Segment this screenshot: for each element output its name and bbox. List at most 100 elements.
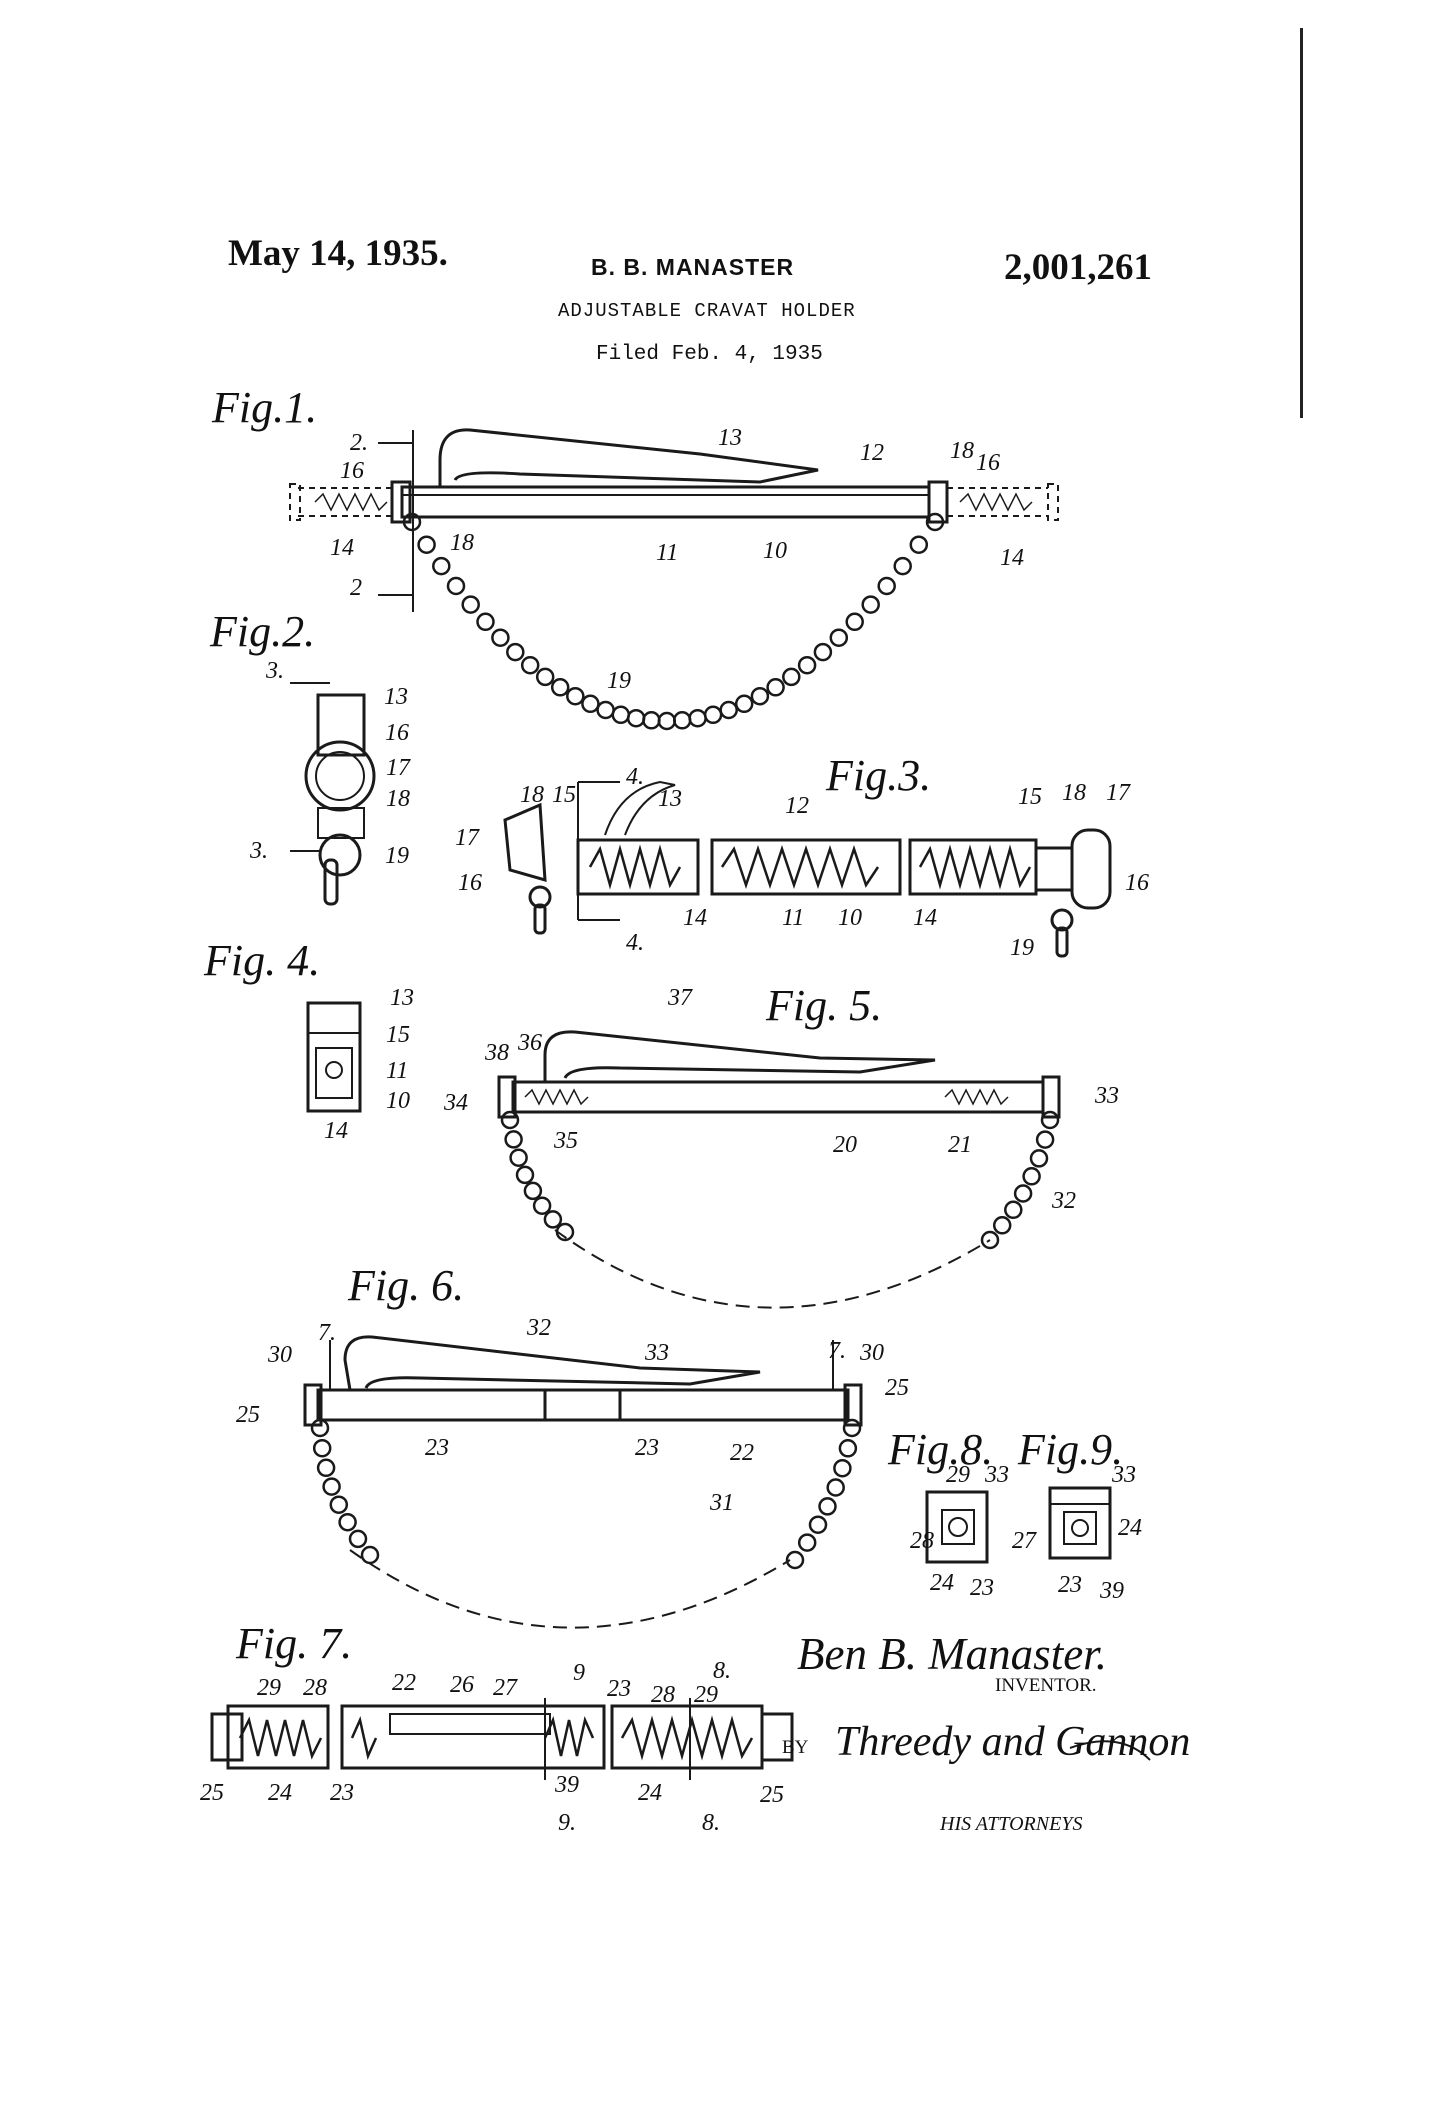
ref-numeral: 23: [330, 1780, 354, 1806]
ref-numeral: 16: [976, 450, 1000, 476]
ref-numeral: 15: [1018, 784, 1042, 810]
ref-numeral: 20: [833, 1132, 857, 1158]
ref-numeral: 2.: [350, 430, 368, 456]
ref-numeral: 37: [668, 985, 692, 1011]
ref-numeral: 10: [838, 905, 862, 931]
chain-link: [797, 655, 817, 675]
chain-link: [734, 694, 754, 714]
ref-numeral: 38: [485, 1040, 509, 1066]
ref-numeral: 14: [913, 905, 937, 931]
ref-numeral: 8.: [713, 1658, 731, 1684]
chain-link: [861, 595, 880, 614]
chain-link: [750, 686, 770, 706]
chain-link: [596, 700, 615, 720]
chain-link: [797, 1533, 817, 1552]
attorneys-signature: Threedy and Gannon: [835, 1719, 1191, 1765]
ref-numeral: 17: [386, 755, 410, 781]
ref-numeral: 28: [303, 1675, 327, 1701]
ref-numeral: 18: [450, 530, 474, 556]
by-label: BY: [782, 1737, 809, 1758]
ref-numeral: 14: [1000, 545, 1024, 571]
filed-date: Filed Feb. 4, 1935: [596, 343, 823, 366]
chain-link: [509, 1148, 528, 1167]
ref-numeral: 39: [555, 1772, 579, 1798]
chain-link: [829, 628, 849, 647]
ref-numeral: 32: [527, 1315, 551, 1341]
chain-link: [550, 678, 570, 697]
ref-numeral: 33: [1095, 1083, 1119, 1109]
ref-numeral: 25: [885, 1375, 909, 1401]
ref-numeral: 39: [1100, 1578, 1124, 1604]
chain-link: [1004, 1200, 1023, 1220]
fig5-drawing: [497, 1030, 1061, 1309]
chain-link: [312, 1438, 332, 1458]
ref-numeral: 10: [386, 1088, 410, 1114]
ref-numeral: 3.: [250, 838, 268, 864]
ref-numeral: 18: [386, 786, 410, 812]
ref-numeral: 29: [694, 1682, 718, 1708]
patent-title: ADJUSTABLE CRAVAT HOLDER: [558, 300, 856, 322]
chain-link: [909, 535, 929, 554]
ref-numeral: 23: [607, 1676, 631, 1702]
ref-numeral: 32: [1052, 1188, 1076, 1214]
ref-numeral: 13: [390, 985, 414, 1011]
chain-link: [360, 1545, 380, 1565]
chain-link: [523, 1181, 543, 1201]
ref-numeral: 23: [1058, 1572, 1082, 1598]
chain-link: [838, 1439, 858, 1458]
inventor-label: INVENTOR.: [995, 1675, 1097, 1696]
ref-numeral: 4.: [626, 930, 644, 956]
chain-link: [532, 1196, 552, 1215]
chain-link: [338, 1512, 357, 1532]
fig2-label: Fig.2.: [210, 607, 316, 656]
chain-link: [845, 612, 864, 632]
attorneys-label: HIS ATTORNEYS: [940, 1813, 1083, 1835]
chain-link: [980, 1230, 1000, 1250]
ref-numeral: 23: [635, 1435, 659, 1461]
chain-link: [520, 655, 540, 675]
ref-numeral: 15: [386, 1022, 410, 1048]
chain-link: [1035, 1130, 1055, 1149]
ref-numeral: 25: [236, 1402, 260, 1428]
ref-numeral: 9.: [558, 1810, 576, 1836]
ref-numeral: 14: [324, 1118, 348, 1144]
fig6-drawing: [303, 1335, 863, 1629]
fig7-label: Fig. 7.: [236, 1619, 353, 1668]
chain-link: [535, 667, 555, 687]
ref-numeral: 30: [860, 1340, 884, 1366]
chain-link: [782, 667, 801, 687]
chain-link: [402, 512, 422, 532]
chain-link: [500, 1110, 520, 1130]
ref-numeral: 17: [1106, 780, 1130, 806]
ref-numeral: 36: [518, 1030, 542, 1056]
ref-numeral: 25: [760, 1782, 784, 1808]
ref-numeral: 17: [455, 825, 479, 851]
ref-numeral: 24: [268, 1780, 292, 1806]
ref-numeral: 3.: [266, 658, 284, 684]
inventor-signature: Ben B. Manaster.: [797, 1629, 1107, 1679]
ref-numeral: 18: [950, 438, 974, 464]
chain-link: [626, 708, 646, 728]
chain-link: [719, 700, 738, 720]
chain-link: [581, 694, 600, 714]
ref-numeral: 26: [450, 1672, 474, 1698]
fig1-label: Fig.1.: [212, 383, 318, 432]
fig8-label: Fig.8.: [888, 1425, 994, 1474]
chain-link: [476, 612, 495, 632]
ref-numeral: 24: [1118, 1515, 1142, 1541]
ref-numeral: 19: [1010, 935, 1034, 961]
chain-link: [1029, 1149, 1049, 1168]
chain-link: [515, 1165, 535, 1185]
chain-link: [703, 705, 723, 725]
ref-numeral: 13: [658, 786, 682, 812]
page-edge-line: [1300, 28, 1303, 418]
inventor-name: B. B. MANASTER: [591, 254, 795, 280]
fig9-drawing: [1048, 1486, 1112, 1560]
chain-link: [992, 1216, 1012, 1235]
chain-link: [446, 576, 466, 596]
ref-numeral: 18: [520, 782, 544, 808]
patent-number: 2,001,261: [1004, 247, 1152, 288]
chain-link: [893, 556, 912, 576]
ref-numeral: 13: [718, 425, 742, 451]
chain-link: [322, 1477, 341, 1496]
